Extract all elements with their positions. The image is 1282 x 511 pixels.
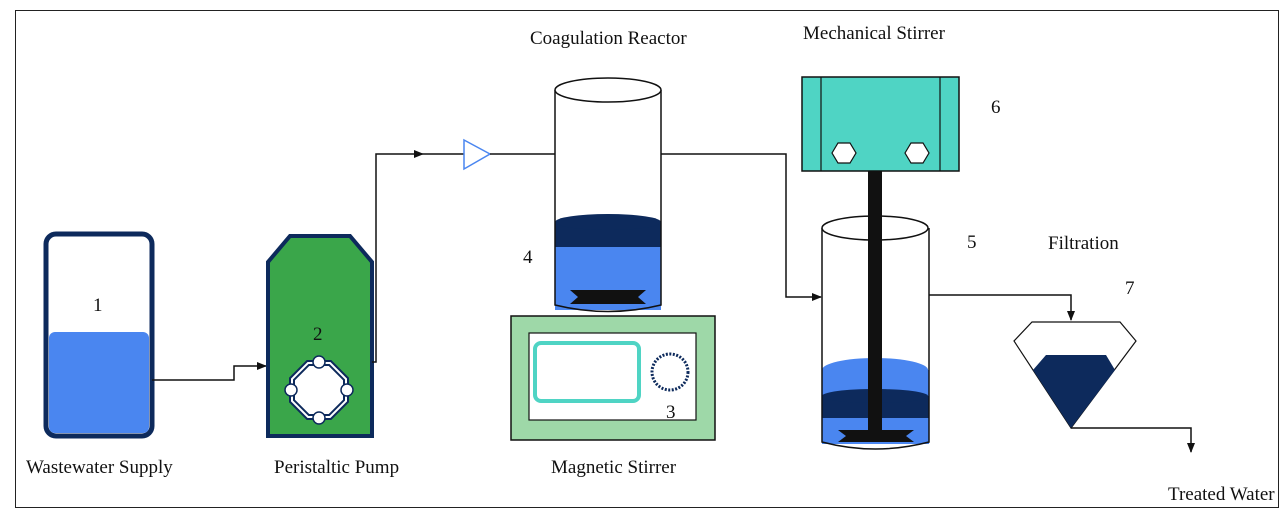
pipe-reactor-to-floc-tank (661, 153, 822, 301)
label-wastewater-supply: Wastewater Supply (26, 457, 173, 478)
label-mechanical-stirrer: Mechanical Stirrer (803, 23, 945, 44)
bolt-right-icon (904, 142, 930, 164)
pipe-pump-to-valve (372, 150, 424, 363)
stirrer-knob-icon (650, 352, 690, 392)
coagulation-reactor (554, 77, 662, 313)
wastewater-supply-tank (43, 231, 155, 439)
label-treated-water: Treated Water (1168, 484, 1275, 505)
magnetic-stirrer (510, 315, 716, 441)
label-filtration: Filtration (1048, 233, 1119, 254)
tank-stir-bar-icon (838, 430, 914, 442)
label-magnetic-stirrer: Magnetic Stirrer (551, 457, 677, 478)
pipe-supply-to-pump (152, 362, 267, 381)
stirrer-shaft (868, 171, 882, 434)
stirrer-display-icon (533, 341, 641, 403)
number-7: 7 (1125, 278, 1135, 299)
label-coagulation-reactor: Coagulation Reactor (530, 28, 687, 49)
number-3: 3 (666, 402, 676, 423)
mechanical-stirrer (801, 76, 960, 172)
check-valve-icon (463, 138, 492, 171)
label-peristaltic-pump: Peristaltic Pump (274, 457, 400, 478)
number-4: 4 (523, 247, 533, 268)
pipe-filter-to-output (1071, 427, 1195, 453)
number-6: 6 (991, 97, 1001, 118)
filtration-unit (1013, 321, 1137, 430)
number-2: 2 (313, 324, 323, 345)
pipe-tank-to-filter (929, 294, 1075, 321)
magnetic-stir-bar-icon (570, 290, 646, 304)
bolt-left-icon (831, 142, 857, 164)
peristaltic-pump (266, 234, 374, 438)
pump-rotor-icon (284, 355, 354, 425)
number-5: 5 (967, 232, 977, 253)
number-1: 1 (93, 295, 103, 316)
